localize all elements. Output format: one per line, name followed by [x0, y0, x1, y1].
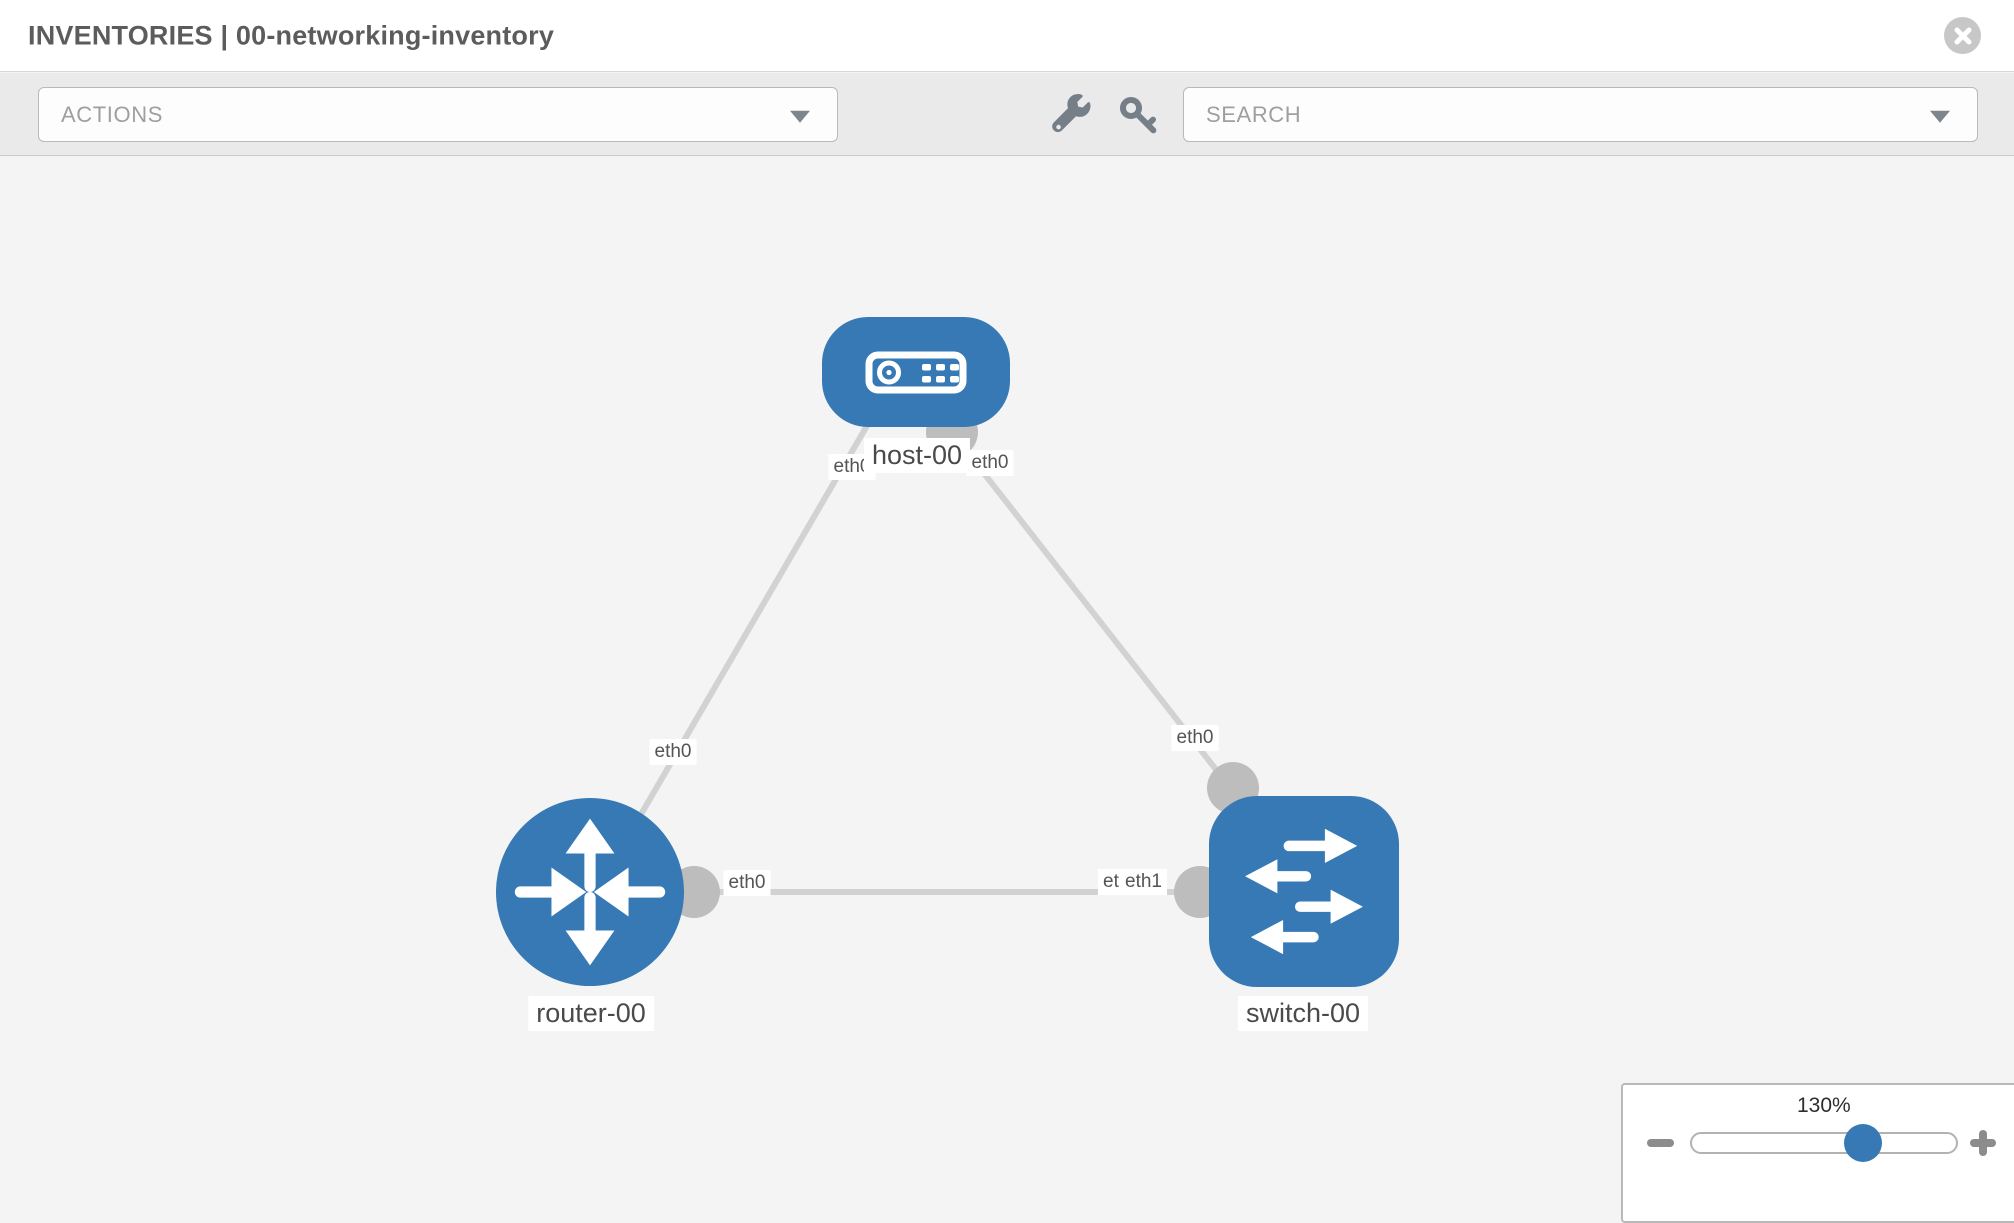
- node-label-router: router-00: [528, 996, 654, 1031]
- node-label-switch: switch-00: [1237, 996, 1369, 1031]
- port-label-switch-eth1-to-router: eth1: [1120, 869, 1167, 895]
- caret-down-icon: [1930, 110, 1950, 123]
- zoom-out-icon[interactable]: [1647, 1139, 1674, 1147]
- key-icon: [1119, 96, 1157, 134]
- caret-down-icon: [790, 110, 810, 123]
- close-button[interactable]: [1944, 17, 1981, 54]
- actions-dropdown[interactable]: ACTIONS: [38, 87, 838, 142]
- search-dropdown[interactable]: SEARCH: [1183, 87, 1978, 142]
- link-host-router[interactable]: [601, 422, 871, 880]
- zoom-slider-track[interactable]: [1690, 1132, 1958, 1154]
- port-label-router-eth0-to-host: eth0: [649, 739, 697, 765]
- port-label-router-eth0-to-switch: eth0: [723, 870, 771, 896]
- zoom-in-icon[interactable]: [1970, 1130, 1996, 1156]
- actions-dropdown-label: ACTIONS: [61, 101, 163, 127]
- port-label-switch-eth0-to-host: eth0: [1171, 725, 1219, 751]
- node-router-00[interactable]: [496, 798, 684, 986]
- toolbar: ACTIONS SEARCH: [0, 73, 2014, 156]
- key-button[interactable]: [1117, 94, 1159, 136]
- node-host-00[interactable]: [822, 317, 1010, 427]
- wrench-icon: [1052, 94, 1091, 133]
- search-dropdown-label: SEARCH: [1206, 101, 1302, 127]
- header: INVENTORIES | 00-networking-inventory: [0, 0, 2014, 72]
- switch-icon: [1245, 828, 1363, 955]
- page-title: INVENTORIES | 00-networking-inventory: [28, 20, 555, 50]
- close-icon: [1954, 27, 1971, 44]
- wrench-button[interactable]: [1050, 94, 1092, 136]
- server-icon: [865, 351, 967, 394]
- zoom-level: 130%: [1797, 1094, 1851, 1117]
- node-switch-00[interactable]: [1209, 796, 1399, 987]
- router-icon: [514, 818, 666, 966]
- port-label-host-eth0-to-switch: eth0: [966, 450, 1014, 476]
- zoom-slider-thumb[interactable]: [1844, 1124, 1882, 1162]
- node-label-host: host-00: [863, 438, 971, 473]
